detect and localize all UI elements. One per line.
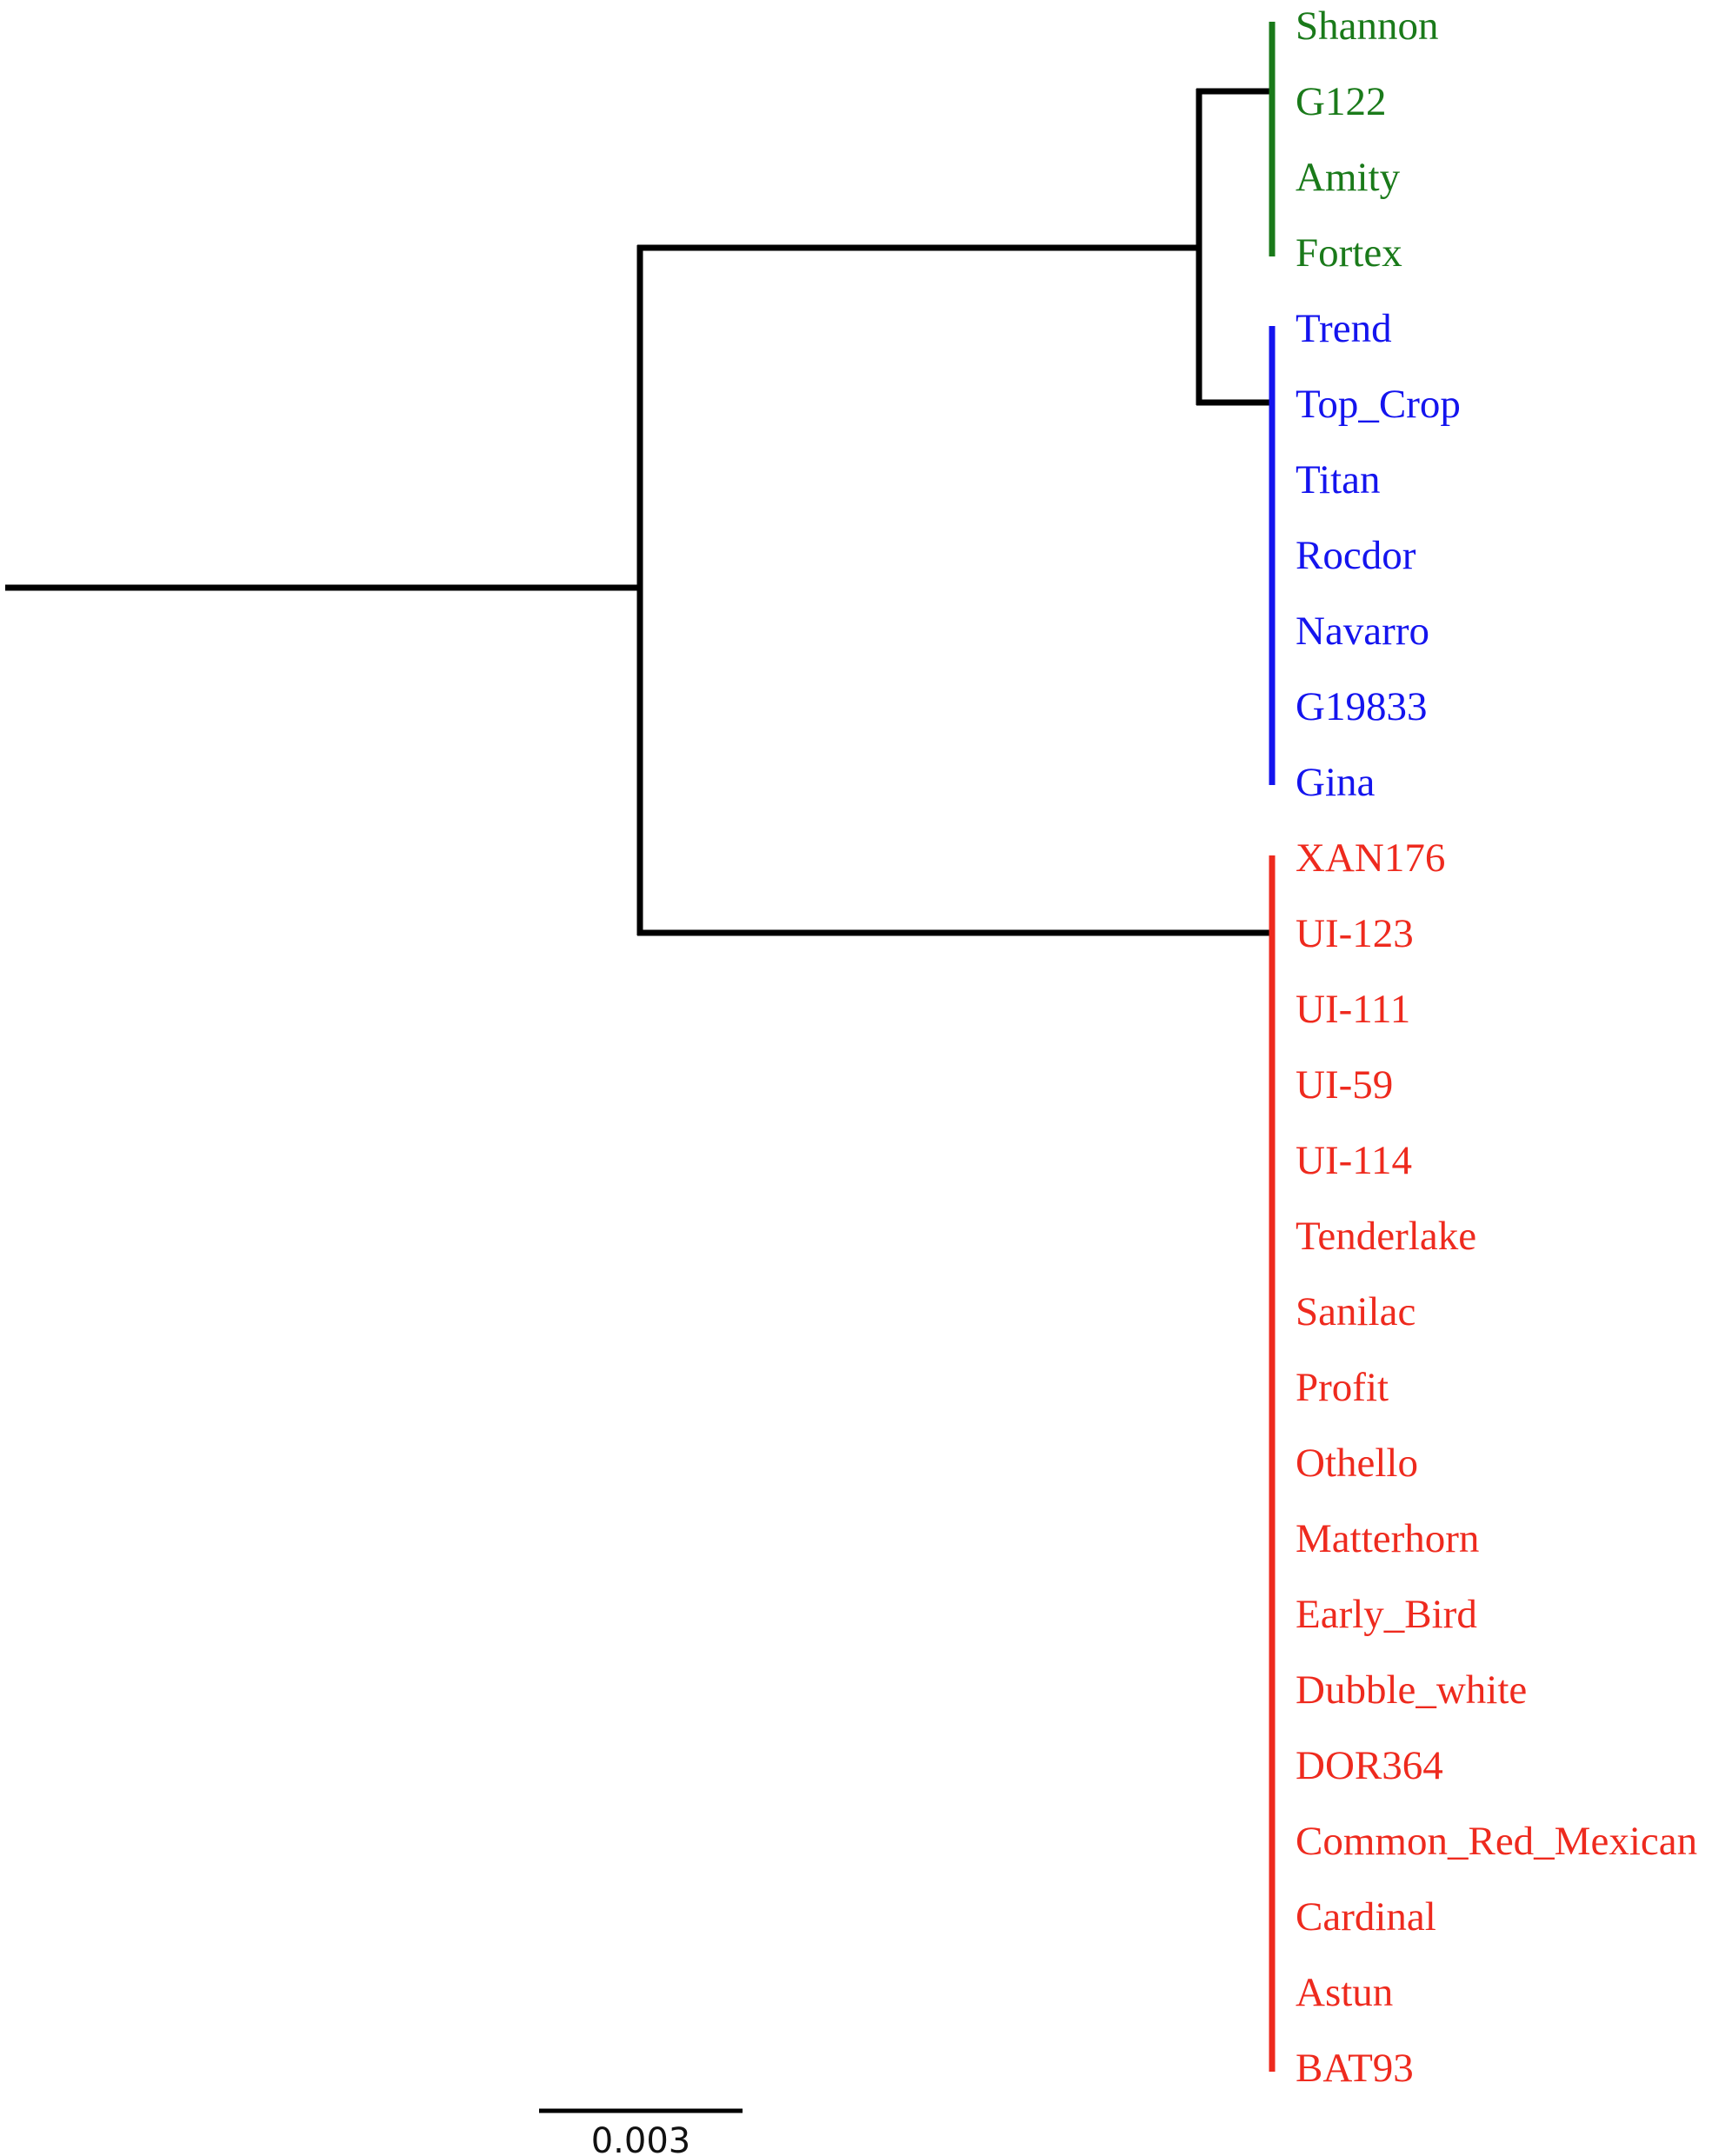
taxon-label: Shannon: [1296, 3, 1439, 49]
taxon-label: Rocdor: [1296, 533, 1416, 578]
taxon-label: G122: [1296, 79, 1386, 124]
taxon-label: Profit: [1296, 1365, 1389, 1410]
taxon-label: Titan: [1296, 457, 1381, 502]
taxon-label: Dubble_white: [1296, 1667, 1527, 1713]
taxon-label: UI-114: [1296, 1138, 1412, 1183]
taxon-label: Matterhorn: [1296, 1516, 1479, 1561]
taxon-label: Navarro: [1296, 609, 1429, 654]
taxon-label: Early_Bird: [1296, 1592, 1477, 1637]
scale-bar-label: 0.003: [591, 2121, 691, 2156]
taxon-label: Trend: [1296, 306, 1392, 351]
taxon-label: Top_Crop: [1296, 382, 1461, 427]
taxon-label: UI-111: [1296, 987, 1410, 1032]
taxon-label: Sanilac: [1296, 1289, 1416, 1334]
red-clade-labels: XAN176 UI-123 UI-111 UI-59 UI-114 Tender…: [1296, 835, 1697, 2091]
taxon-label: BAT93: [1296, 2046, 1414, 2091]
taxon-label: Amity: [1296, 155, 1401, 200]
taxon-label: UI-59: [1296, 1062, 1393, 1108]
taxon-label: Othello: [1296, 1441, 1418, 1486]
taxon-label: Common_Red_Mexican: [1296, 1819, 1697, 1864]
tree-branches: [5, 88, 1275, 936]
taxon-label: DOR364: [1296, 1743, 1443, 1788]
taxon-label: Gina: [1296, 760, 1376, 805]
taxon-label: G19833: [1296, 684, 1427, 729]
taxon-label: Fortex: [1296, 230, 1402, 276]
taxon-label: Astun: [1296, 1970, 1393, 2015]
green-clade-labels: Shannon G122 Amity Fortex: [1296, 3, 1439, 276]
taxon-label: Tenderlake: [1296, 1214, 1476, 1259]
scale-bar: 0.003: [539, 2108, 743, 2156]
taxon-label: XAN176: [1296, 835, 1445, 881]
taxon-label: UI-123: [1296, 911, 1414, 956]
blue-clade-labels: Trend Top_Crop Titan Rocdor Navarro G198…: [1296, 306, 1461, 805]
taxon-label: Cardinal: [1296, 1894, 1436, 1940]
